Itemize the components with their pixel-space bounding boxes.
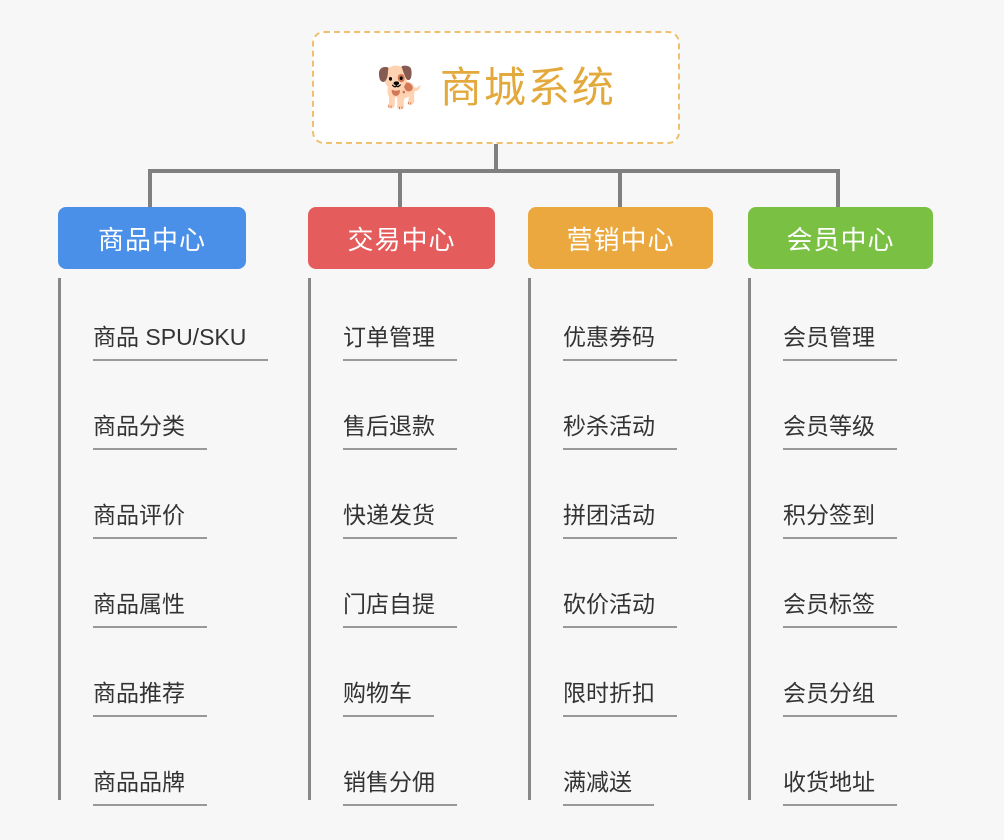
connector-drop-3 [618, 169, 622, 208]
root-node[interactable]: 🐕 商城系统 [312, 31, 680, 144]
leaf-label: 会员等级 [783, 413, 897, 450]
list-item[interactable]: 会员管理 [751, 272, 897, 361]
list-item[interactable]: 商品推荐 [61, 628, 207, 717]
list-item[interactable]: 砍价活动 [531, 539, 677, 628]
leaf-label: 满减送 [563, 769, 654, 806]
list-item[interactable]: 满减送 [531, 717, 654, 806]
list-item[interactable]: 拼团活动 [531, 450, 677, 539]
leaf-list-trade: 订单管理 售后退款 快递发货 门店自提 购物车 销售分佣 [308, 278, 495, 806]
leaf-list-product: 商品 SPU/SKU 商品分类 商品评价 商品属性 商品推荐 商品品牌 [58, 278, 269, 806]
connector-drop-2 [398, 169, 402, 208]
leaf-label: 门店自提 [343, 591, 457, 628]
connector-drop-4 [836, 169, 840, 208]
list-item[interactable]: 门店自提 [311, 539, 457, 628]
leaf-label: 拼团活动 [563, 502, 677, 539]
leaf-label: 限时折扣 [563, 680, 677, 717]
list-item[interactable]: 商品分类 [61, 361, 207, 450]
leaf-label: 优惠券码 [563, 324, 677, 361]
leaf-label: 售后退款 [343, 413, 457, 450]
leaf-label: 商品 SPU/SKU [93, 324, 269, 361]
branch-column-member: 会员中心 会员管理 会员等级 积分签到 会员标签 会员分组 收货地址 [748, 207, 933, 806]
list-item[interactable]: 积分签到 [751, 450, 897, 539]
list-item[interactable]: 秒杀活动 [531, 361, 677, 450]
branch-column-trade: 交易中心 订单管理 售后退款 快递发货 门店自提 购物车 销售分佣 [308, 207, 495, 806]
leaf-label: 商品分类 [93, 413, 207, 450]
list-item[interactable]: 商品品牌 [61, 717, 207, 806]
leaf-label: 积分签到 [783, 502, 897, 539]
list-item[interactable]: 销售分佣 [311, 717, 457, 806]
leaf-label: 会员管理 [783, 324, 897, 361]
list-item[interactable]: 商品 SPU/SKU [61, 272, 269, 361]
list-item[interactable]: 快递发货 [311, 450, 457, 539]
list-item[interactable]: 收货地址 [751, 717, 897, 806]
leaf-list-marketing: 优惠券码 秒杀活动 拼团活动 砍价活动 限时折扣 满减送 [528, 278, 713, 806]
branch-column-marketing: 营销中心 优惠券码 秒杀活动 拼团活动 砍价活动 限时折扣 满减送 [528, 207, 713, 806]
shiba-dog-face-icon: 🐕 [376, 65, 426, 110]
leaf-label: 商品推荐 [93, 680, 207, 717]
list-item[interactable]: 订单管理 [311, 272, 457, 361]
leaf-label: 会员分组 [783, 680, 897, 717]
list-item[interactable]: 优惠券码 [531, 272, 677, 361]
category-header-marketing[interactable]: 营销中心 [528, 207, 713, 269]
branch-column-product: 商品中心 商品 SPU/SKU 商品分类 商品评价 商品属性 商品推荐 商品品牌 [58, 207, 269, 806]
category-header-product[interactable]: 商品中心 [58, 207, 246, 269]
connector-drop-1 [148, 169, 152, 208]
list-item[interactable]: 会员分组 [751, 628, 897, 717]
connector-root-stem [494, 144, 498, 171]
list-item[interactable]: 商品属性 [61, 539, 207, 628]
leaf-label: 会员标签 [783, 591, 897, 628]
list-item[interactable]: 限时折扣 [531, 628, 677, 717]
list-item[interactable]: 会员等级 [751, 361, 897, 450]
list-item[interactable]: 购物车 [311, 628, 434, 717]
leaf-label: 秒杀活动 [563, 413, 677, 450]
leaf-label: 购物车 [343, 680, 434, 717]
root-title: 商城系统 [439, 63, 616, 111]
list-item[interactable]: 商品评价 [61, 450, 207, 539]
leaf-label: 商品属性 [93, 591, 207, 628]
leaf-label: 销售分佣 [343, 769, 457, 806]
list-item[interactable]: 售后退款 [311, 361, 457, 450]
leaf-label: 订单管理 [343, 324, 457, 361]
connector-horizontal-bus [148, 169, 840, 173]
leaf-list-member: 会员管理 会员等级 积分签到 会员标签 会员分组 收货地址 [748, 278, 933, 806]
leaf-label: 收货地址 [783, 769, 897, 806]
category-header-member[interactable]: 会员中心 [748, 207, 933, 269]
category-header-trade[interactable]: 交易中心 [308, 207, 495, 269]
leaf-label: 快递发货 [343, 502, 457, 539]
leaf-label: 商品品牌 [93, 769, 207, 806]
leaf-label: 商品评价 [93, 502, 207, 539]
leaf-label: 砍价活动 [563, 591, 677, 628]
list-item[interactable]: 会员标签 [751, 539, 897, 628]
